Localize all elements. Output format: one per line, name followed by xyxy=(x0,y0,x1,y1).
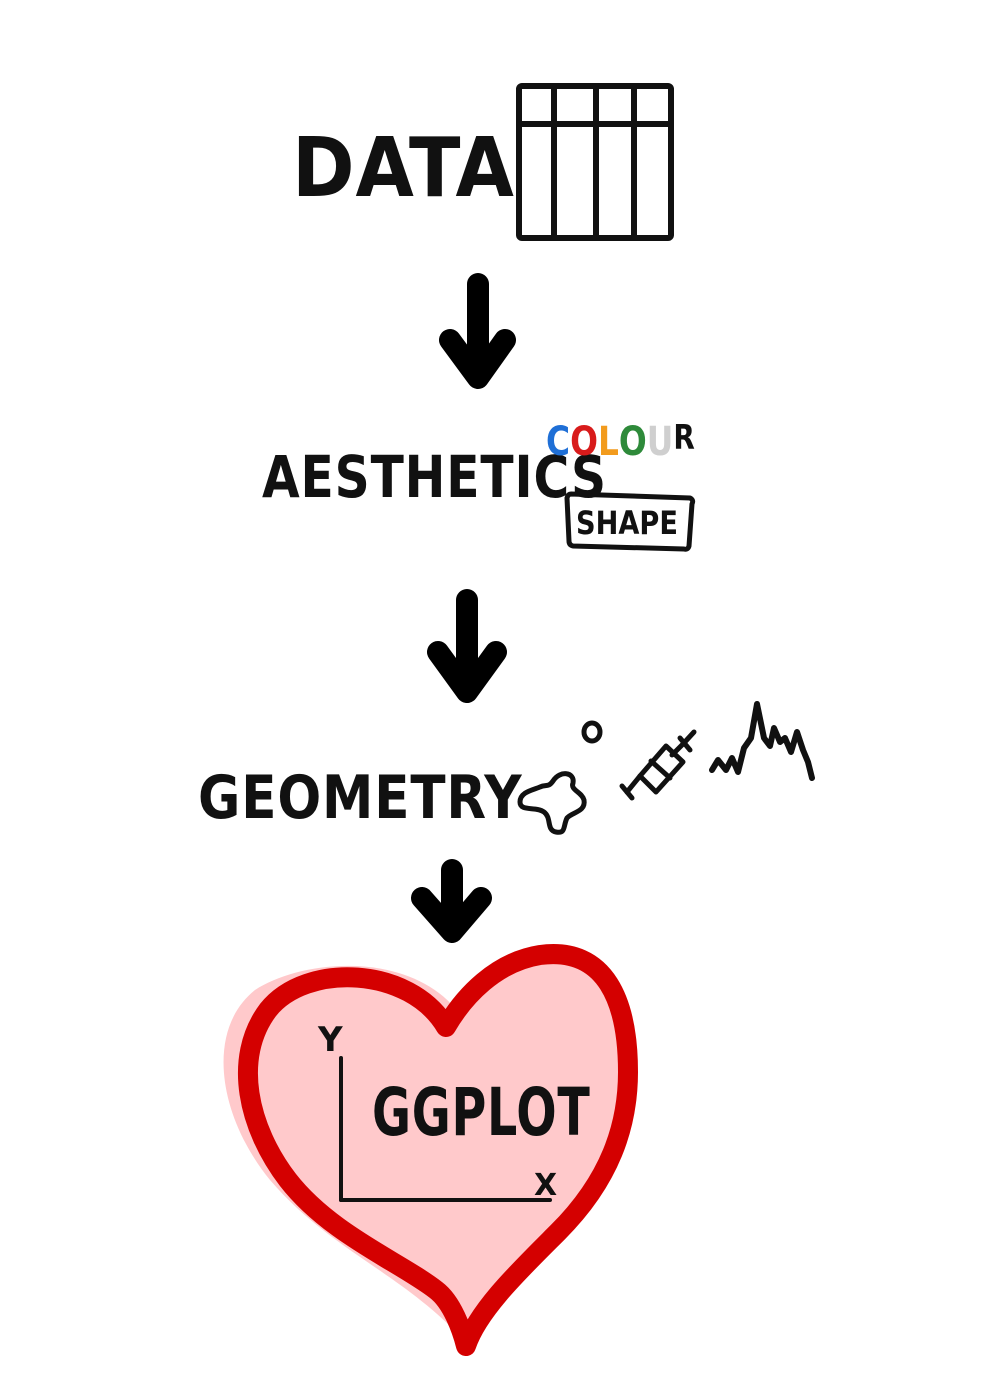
colour-letter: C xyxy=(546,419,571,465)
aesthetics-label: AESTHETICS xyxy=(262,443,607,511)
shape-label: SHAPE xyxy=(576,504,678,542)
colour-letter: O xyxy=(618,419,647,465)
geometry-label: GEOMETRY xyxy=(198,763,523,833)
down-arrow-icon xyxy=(439,273,516,389)
point-icon xyxy=(581,720,603,744)
down-arrow-icon xyxy=(411,859,492,943)
line-icon xyxy=(709,701,815,781)
heart-fill xyxy=(223,959,633,1338)
data-label: DATA xyxy=(292,121,515,216)
colour-letter: O xyxy=(570,419,598,465)
x-axis-label: X xyxy=(534,1168,558,1203)
y-axis-label: Y xyxy=(318,1020,343,1060)
down-arrow-icon xyxy=(427,589,507,703)
blob-icon xyxy=(517,771,587,835)
colour-letter: L xyxy=(597,419,619,465)
colour-letter: U xyxy=(646,419,674,465)
plot-axes xyxy=(339,1056,552,1202)
heart-outline xyxy=(237,944,638,1356)
shape-box-outline xyxy=(564,491,696,552)
colour-label: COLOUR xyxy=(546,418,695,465)
colour-letter: R xyxy=(673,418,695,458)
table-icon xyxy=(516,83,674,241)
boxplot-icon xyxy=(619,729,697,801)
ggplot-label: GGPLOT xyxy=(372,1074,591,1151)
